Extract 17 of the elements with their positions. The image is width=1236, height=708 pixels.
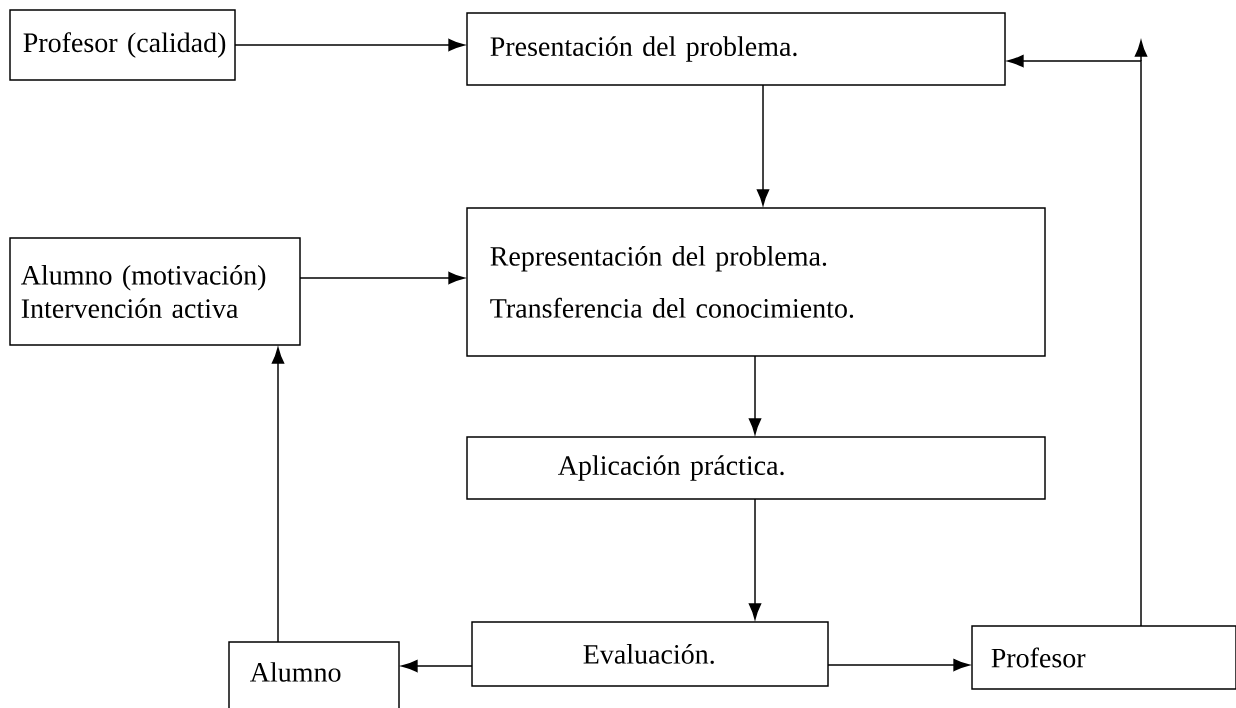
process-box: Presentación del problema. (466, 12, 1006, 86)
arrow (748, 498, 762, 620)
arrow (401, 659, 473, 673)
process-box: Representación del problema. Transferencia del conocimiento. (466, 207, 1046, 357)
arrow (299, 271, 465, 285)
arrow (756, 84, 770, 206)
arrow (748, 355, 762, 435)
process-box: Evaluación. (471, 621, 829, 687)
process-box: Profesor (971, 625, 1236, 690)
arrow (827, 658, 970, 672)
process-box: Alumno (228, 641, 400, 708)
arrow (271, 347, 285, 643)
arrow (1007, 40, 1148, 627)
process-box: Alumno (motivación) Intervención activa (9, 237, 301, 346)
process-box: Profesor (calidad) (9, 9, 236, 81)
process-box: Aplicación práctica. (466, 436, 1046, 500)
arrow (234, 38, 465, 52)
